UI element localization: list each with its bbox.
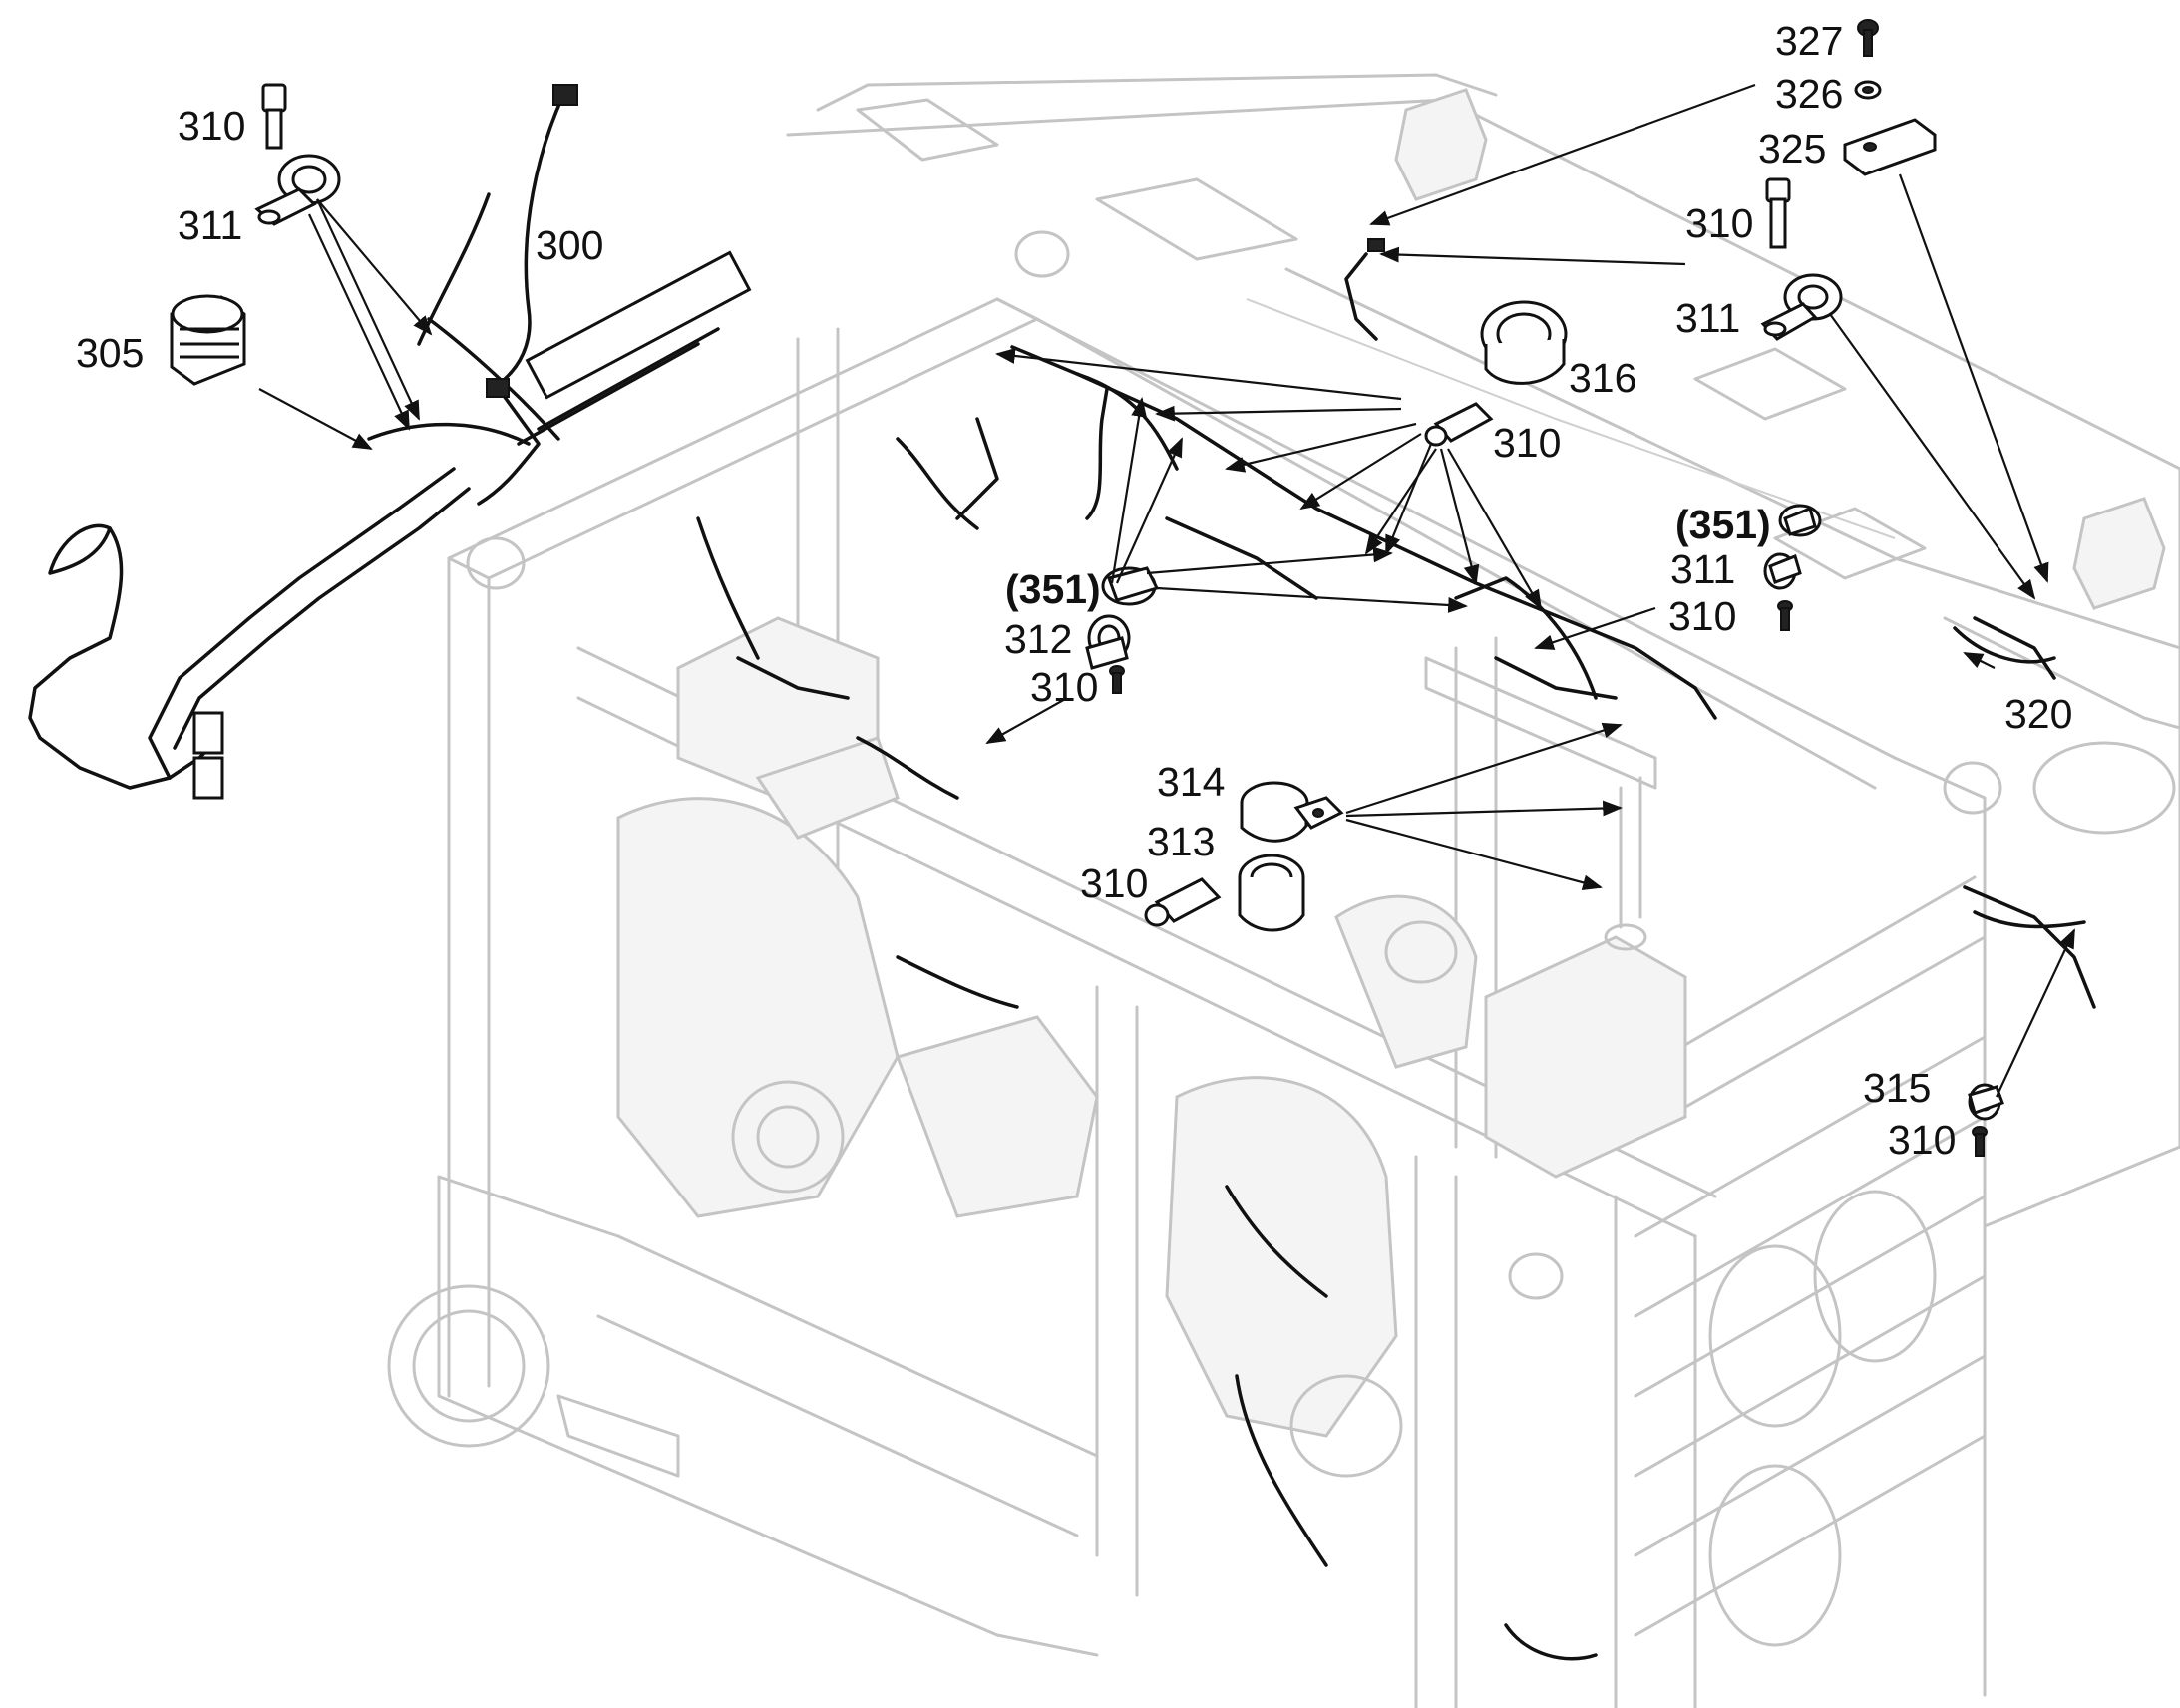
callout-311-right-small: 311 xyxy=(1670,546,1735,592)
callout-320: 320 xyxy=(2004,691,2072,737)
clamp-314-icon xyxy=(1240,781,1344,843)
callout-labels: 310 311 300 305 327 326 325 310 311 316 … xyxy=(76,18,2072,1163)
screw-310-lower-right-icon xyxy=(1972,1126,1988,1157)
clamp-311-right-small-icon xyxy=(1763,552,1802,590)
leader-lines xyxy=(258,83,2075,1098)
clamp-311-top-left-icon xyxy=(254,154,341,226)
callout-310-right: 310 xyxy=(1685,200,1753,246)
callout-314: 314 xyxy=(1157,759,1225,805)
clip-351-right-icon xyxy=(1778,504,1822,537)
screw-310-under-312-icon xyxy=(1109,665,1125,694)
screw-310-lower-icon xyxy=(1144,877,1222,927)
callout-351-right: (351) xyxy=(1675,502,1771,547)
grommet-313-icon xyxy=(1238,854,1305,932)
callout-315: 315 xyxy=(1863,1065,1931,1111)
bracket-325-icon xyxy=(1843,118,1937,176)
callout-310-center: 310 xyxy=(1493,420,1561,466)
callout-305: 305 xyxy=(76,330,144,376)
callout-300: 300 xyxy=(536,222,603,268)
callout-311-right: 311 xyxy=(1675,295,1740,341)
screw-310-center-icon xyxy=(1424,402,1494,447)
callout-310-under-312: 310 xyxy=(1030,664,1098,710)
clamp-311-right-icon xyxy=(1760,273,1843,341)
callout-311-top-left: 311 xyxy=(178,202,242,248)
cable-gland-305-icon xyxy=(170,294,246,386)
screw-310-top-left-icon xyxy=(261,83,287,150)
screw-310-right-small-icon xyxy=(1777,600,1793,631)
clamp-312-icon xyxy=(1085,614,1131,670)
callout-313: 313 xyxy=(1147,819,1215,864)
clamp-315-icon xyxy=(1968,1083,2004,1121)
callout-326: 326 xyxy=(1775,71,1843,117)
callout-310-right-small: 310 xyxy=(1668,593,1736,639)
exploded-parts xyxy=(170,19,2004,1157)
callout-310-lower: 310 xyxy=(1080,860,1148,906)
callout-351-center: (351) xyxy=(1005,566,1101,612)
callout-325: 325 xyxy=(1758,126,1826,171)
grommet-316-icon xyxy=(1480,300,1568,385)
screw-327-icon xyxy=(1857,19,1879,57)
wiring-harness xyxy=(28,84,2096,1661)
screw-310-right-icon xyxy=(1765,177,1791,249)
washer-326-icon xyxy=(1854,80,1882,100)
callout-312: 312 xyxy=(1004,616,1072,662)
callout-327: 327 xyxy=(1775,18,1843,64)
callout-310-top-left: 310 xyxy=(178,103,245,149)
callout-310-lower-right: 310 xyxy=(1888,1117,1956,1163)
callout-316: 316 xyxy=(1569,355,1636,401)
